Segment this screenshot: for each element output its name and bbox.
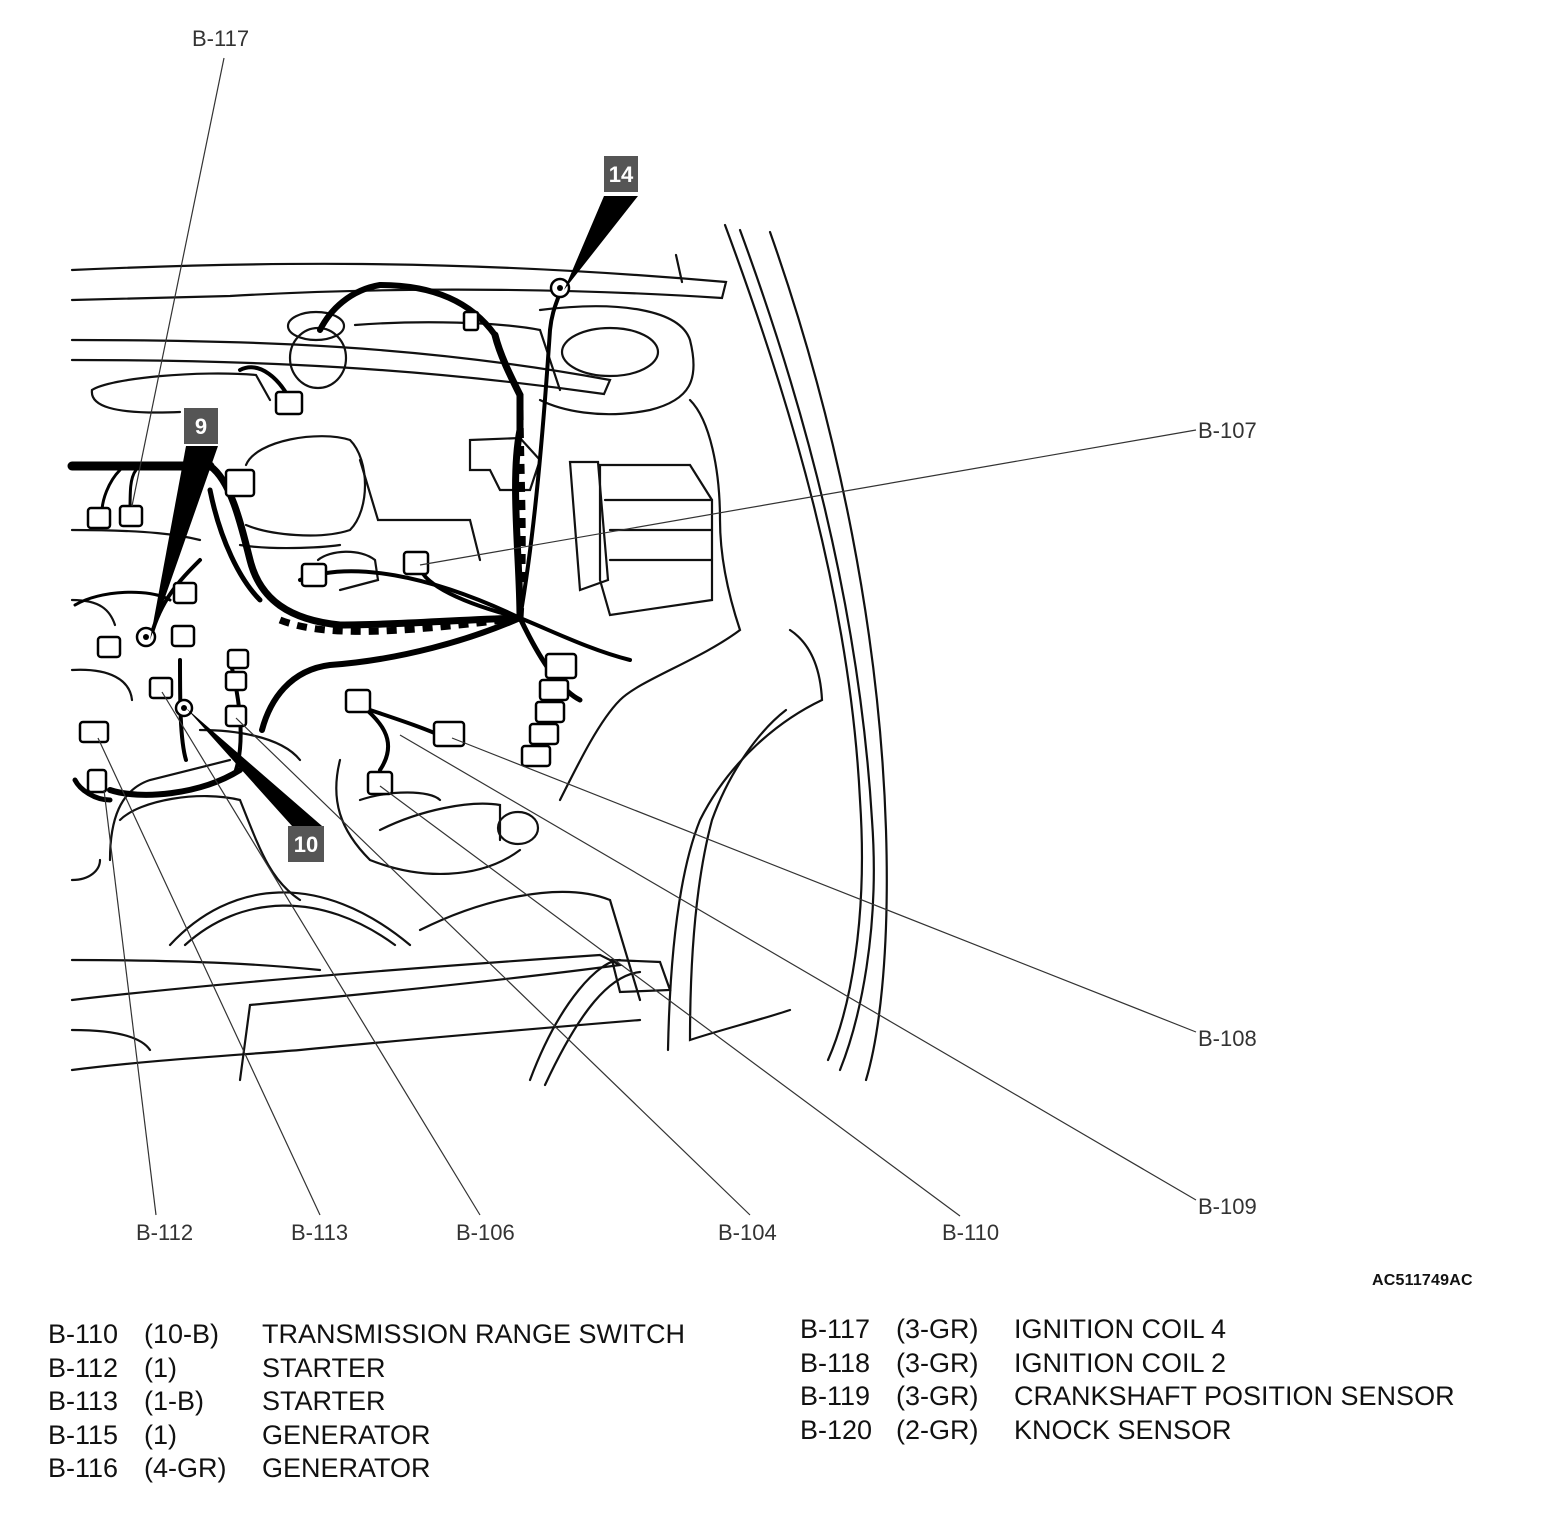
callout-b104: B-104 <box>718 1220 777 1245</box>
legend-spec: (3-GR) <box>896 1381 979 1411</box>
legend-code: B-118 <box>800 1347 871 1378</box>
engine-harness-diagram: 14 9 10 B-117 B-107 B-108 B-109 B-112 B-… <box>67 26 1257 1245</box>
legend-row: B-117 (3-GR) IGNITION COIL 4 <box>800 1313 1455 1347</box>
legend-name: TRANSMISSION RANGE SWITCH <box>262 1319 686 1349</box>
badge-10: 10 <box>288 826 324 862</box>
legend-row: B-120 (2-GR) KNOCK SENSOR <box>800 1414 1455 1448</box>
legend-spec: (10-B) <box>144 1319 220 1349</box>
legend-spec: (1) <box>144 1352 177 1383</box>
badge-14: 14 <box>604 156 638 192</box>
callout-labels: B-117 B-107 B-108 B-109 B-112 B-113 B-10… <box>136 26 1257 1245</box>
legend-row: B-113 (1-B) STARTER <box>48 1385 685 1419</box>
legend-name: IGNITION COIL 4 <box>1014 1314 1227 1344</box>
badge-pointers <box>150 196 638 826</box>
leader-b117 <box>131 57 225 507</box>
leader-b112 <box>103 789 157 1216</box>
legend-row: B-119 (3-GR) CRANKSHAFT POSITION SENSOR <box>800 1380 1455 1414</box>
badge-9: 9 <box>184 408 218 444</box>
leader-b107 <box>419 429 1197 566</box>
legend-spec: (3-GR) <box>896 1314 979 1344</box>
leader-b109 <box>399 734 1197 1201</box>
legend-name: STARTER <box>262 1386 386 1416</box>
callout-b106: B-106 <box>456 1220 515 1245</box>
callout-b107: B-107 <box>1198 418 1257 443</box>
svg-text:9: 9 <box>195 414 207 439</box>
legend-row: B-118 (3-GR) IGNITION COIL 2 <box>800 1347 1455 1381</box>
pointer-9 <box>150 446 218 640</box>
legend-spec: (2-GR) <box>896 1414 979 1445</box>
callout-b117: B-117 <box>192 26 249 51</box>
legend-name: GENERATOR <box>262 1453 431 1483</box>
legend-right: B-117 (3-GR) IGNITION COIL 4 B-118 (3-GR) IGN… <box>800 1313 1455 1447</box>
legend-row: B-112 (1) STARTER <box>48 1352 685 1386</box>
connectors <box>78 277 578 796</box>
legend-code: B-120 <box>800 1414 873 1445</box>
pointer-10 <box>186 708 322 826</box>
legend-name: IGNITION COIL 2 <box>1014 1347 1227 1378</box>
svg-text:10: 10 <box>294 832 318 857</box>
legend-spec: (4-GR) <box>144 1453 227 1483</box>
legend-name: CRANKSHAFT POSITION SENSOR <box>1014 1381 1455 1411</box>
leader-b113 <box>97 737 321 1216</box>
engine-bay-outline <box>70 223 888 1087</box>
callout-b110: B-110 <box>942 1220 999 1245</box>
legend-code: B-117 <box>800 1314 871 1344</box>
legend-row: B-110 (10-B) TRANSMISSION RANGE SWITCH <box>48 1318 685 1352</box>
figure-reference-code: AC511749AC <box>1372 1272 1473 1289</box>
legend-name: GENERATOR <box>262 1419 431 1450</box>
dashed-harness <box>278 399 526 635</box>
pointer-14 <box>564 196 638 290</box>
callout-b112: B-112 <box>136 1220 193 1245</box>
callout-b108: B-108 <box>1198 1026 1257 1051</box>
callout-b109: B-109 <box>1198 1194 1257 1219</box>
legend-code: B-115 <box>48 1419 119 1450</box>
legend-spec: (1-B) <box>144 1386 204 1416</box>
leader-b108 <box>451 737 1197 1033</box>
leader-b104 <box>235 717 751 1216</box>
legend-code: B-110 <box>48 1319 119 1349</box>
leader-lines <box>97 57 1197 1217</box>
legend-code: B-119 <box>800 1381 871 1411</box>
legend-code: B-112 <box>48 1352 119 1383</box>
callout-b113: B-113 <box>291 1220 348 1245</box>
ground-point-dots <box>143 285 563 711</box>
legend-row: B-116 (4-GR) GENERATOR <box>48 1452 685 1486</box>
legend-row: B-115 (1) GENERATOR <box>48 1419 685 1453</box>
leader-b110 <box>379 785 961 1217</box>
svg-text:14: 14 <box>609 162 634 187</box>
legend-name: KNOCK SENSOR <box>1014 1414 1232 1445</box>
legend-spec: (3-GR) <box>896 1347 979 1378</box>
leader-b106 <box>161 691 481 1216</box>
legend-name: STARTER <box>262 1352 386 1383</box>
legend-code: B-116 <box>48 1453 119 1483</box>
legend-code: B-113 <box>48 1386 119 1416</box>
legend-spec: (1) <box>144 1419 177 1450</box>
